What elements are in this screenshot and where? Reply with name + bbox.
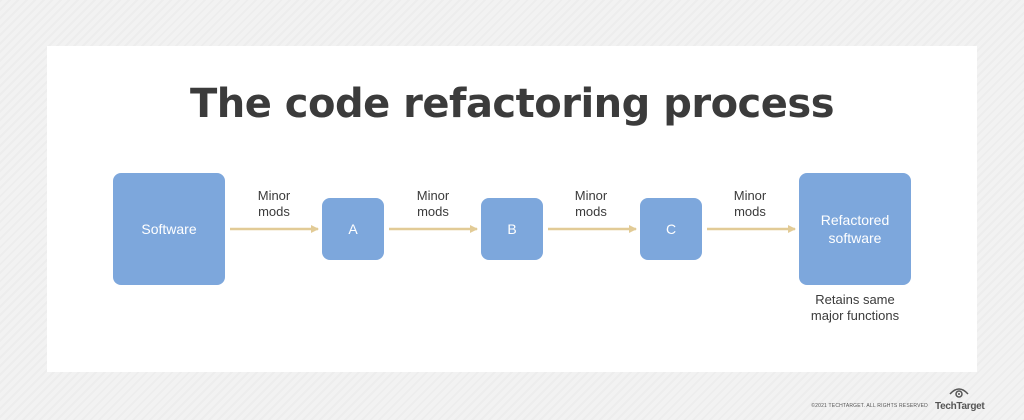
node-refactored-software: Refactored software xyxy=(799,173,911,285)
node-b: B xyxy=(481,198,543,260)
node-c-label: C xyxy=(665,221,677,237)
edge-label-4: Minor mods xyxy=(733,188,767,219)
techtarget-logo: TechTarget xyxy=(935,386,985,416)
logo-wordmark: TechTarget xyxy=(935,401,985,412)
node-refactored-software-label: Refactored software xyxy=(820,212,890,246)
node-c: C xyxy=(640,198,702,260)
edge-label-1: Minor mods xyxy=(257,188,291,219)
edge-label-2: Minor mods xyxy=(416,188,450,219)
node-software: Software xyxy=(113,173,225,285)
node-b-label: B xyxy=(507,221,517,237)
edge-label-3: Minor mods xyxy=(574,188,608,219)
eye-icon xyxy=(949,388,969,398)
node-software-label: Software xyxy=(141,221,197,237)
copyright-notice: ©2021 TECHTARGET. ALL RIGHTS RESERVED xyxy=(811,403,928,409)
diagram-title: The code refactoring process xyxy=(189,81,835,127)
node-a: A xyxy=(322,198,384,260)
node-a-label: A xyxy=(348,221,358,237)
refactored-note: Retains same major functions xyxy=(810,292,900,323)
